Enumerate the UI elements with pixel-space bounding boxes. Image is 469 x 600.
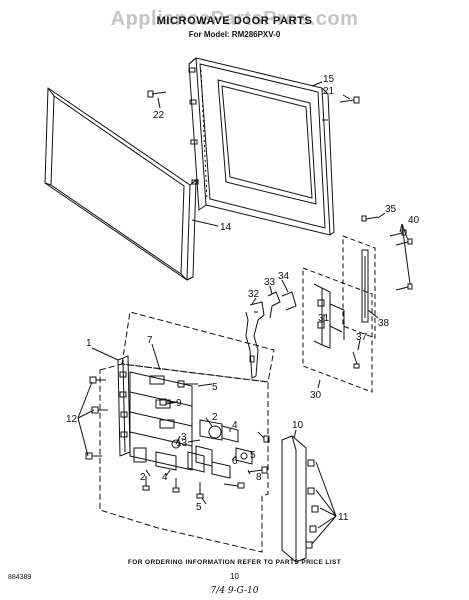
callout-7: 7	[147, 335, 153, 346]
inner-door-panel	[188, 57, 335, 236]
callout-30: 30	[310, 390, 322, 401]
trim-clips-11	[305, 459, 319, 549]
callout-8: 8	[256, 472, 262, 483]
control-panel-assembly	[85, 311, 275, 553]
callout-9: 9	[176, 398, 182, 409]
diagram-subtitle: For Model: RM286PXV-0	[188, 30, 281, 39]
callout-13: 13	[176, 438, 188, 449]
callout-1: 1	[86, 338, 92, 349]
callout-2-top: 2	[212, 412, 218, 423]
callout-4-bottom: 4	[162, 472, 168, 483]
callout-15: 15	[323, 74, 335, 85]
ordering-info-footer: FOR ORDERING INFORMATION REFER TO PARTS …	[127, 559, 342, 566]
door-latch-32	[245, 301, 265, 379]
document-number: 884389	[8, 574, 32, 581]
callout-40: 40	[408, 215, 420, 226]
callout-5-bottom: 5	[196, 502, 202, 513]
callout-31: 31	[318, 313, 330, 324]
callout-4-top: 4	[232, 420, 238, 431]
callout-5-mid: 5	[250, 450, 256, 461]
callout-10: 10	[292, 420, 304, 431]
callout-12: 12	[66, 414, 78, 425]
diagram-title: MICROWAVE DOOR PARTS	[156, 15, 313, 27]
screw-22	[147, 90, 167, 98]
callout-11: 11	[338, 512, 349, 523]
callout-labels: 15 21 22 14 35 40 34 33 32 31 38 37 30 1…	[66, 74, 420, 523]
hinge-assembly-right	[302, 215, 413, 393]
callout-38: 38	[378, 318, 390, 329]
screw-21	[339, 96, 360, 104]
callout-3: 3	[181, 432, 187, 443]
handwritten-note: 7/4 9-G-10	[210, 586, 259, 596]
outer-door-frame	[44, 87, 197, 281]
callout-37: 37	[356, 332, 368, 343]
callout-6: 6	[232, 456, 238, 467]
callout-21: 21	[323, 86, 335, 97]
callout-33: 33	[264, 277, 276, 288]
callout-22: 22	[153, 110, 165, 121]
page-number: 10	[230, 572, 239, 581]
callout-34: 34	[278, 271, 290, 282]
callout-2-bottom: 2	[140, 472, 146, 483]
latch-spring-33	[267, 291, 281, 319]
watermark: AppliancePartsPros.com	[110, 8, 359, 30]
latch-lever-34	[281, 291, 297, 311]
callout-35: 35	[385, 204, 397, 215]
callout-5-top: 5	[212, 382, 218, 393]
callout-14: 14	[220, 222, 232, 233]
door-side-trim-10	[281, 435, 307, 563]
callout-32: 32	[248, 289, 260, 300]
